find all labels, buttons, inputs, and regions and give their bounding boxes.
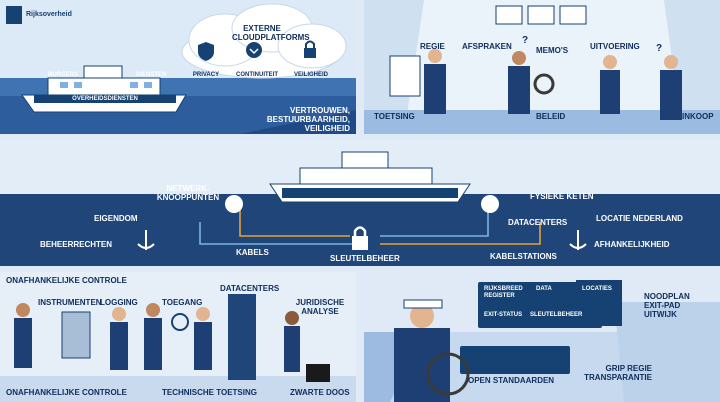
arrow-text: NOODPLAN EXIT-PAD UITWIJK xyxy=(644,292,690,319)
shield-icon xyxy=(198,42,214,61)
screen-sleutelbeheer: SLEUTELBEHEER xyxy=(530,312,583,318)
label-memos: MEMO'S xyxy=(536,46,569,55)
anchor-icon xyxy=(569,230,587,250)
screen-exit-status: EXIT-STATUS xyxy=(484,312,523,318)
rijksoverheid-logo-icon xyxy=(6,6,22,24)
question-icon: ? xyxy=(522,35,529,46)
label-zwarte-doos: ZWARTE DOOS xyxy=(290,388,350,397)
panel-captain: RIJKSBREED REGISTER DATA LOCATIES EXIT-S… xyxy=(364,272,720,402)
panel-control: ONAFHANKELIJKE CONTROLE INSTRUMENTEN LOG… xyxy=(0,272,356,402)
label-sleutelbeheer: SLEUTELBEHEER xyxy=(330,254,400,263)
panel-cloud-ferry: Rijksoverheid EXTERNE CLOUDPLATFORMS PRI… xyxy=(0,0,356,134)
label-datacenters: DATACENTERS xyxy=(508,218,568,227)
lock-icon xyxy=(352,226,368,250)
panel-cloud-ferry-art xyxy=(0,0,356,134)
panel1-caption: VERTROUWEN, BESTUURBAARHEID, VEILIGHEID xyxy=(266,106,350,133)
officials-figures xyxy=(424,49,682,120)
cable-lines xyxy=(199,206,541,245)
label-juridische-analyse: JURIDISCHE ANALYSE xyxy=(295,298,345,316)
inspector-figures xyxy=(14,303,300,372)
label-onafhankelijke-controle: ONAFHANKELIJKE CONTROLE xyxy=(6,388,127,397)
panel-physical-chain: NETWERK-KNOOPPUNTEN EIGENDOM BEHEERRECHT… xyxy=(0,140,720,266)
label-afhankelijkheid: AFHANKELIJKHEID xyxy=(594,240,670,249)
label-instrumenten: INSTRUMENTEN xyxy=(38,298,102,307)
server-icon xyxy=(481,195,499,213)
label-beleid: BELEID xyxy=(536,112,566,121)
panel-physical-chain-art xyxy=(0,140,720,266)
screen-locaties: LOCATIES xyxy=(582,286,612,292)
screen-data: DATA xyxy=(536,286,552,292)
cloud-item-security: VEILIGHEID xyxy=(294,72,329,78)
label-afspraken: AFSPRAKEN xyxy=(462,42,512,51)
cloud-item-continuity: CONTINUITEIT xyxy=(236,72,278,78)
label-inkoop: INKOOP xyxy=(682,112,714,121)
ferry-label: OVERHEIDSDIENSTEN xyxy=(72,96,138,102)
label-uitvoering: UITVOERING xyxy=(590,42,640,51)
node-icon xyxy=(225,195,243,213)
label-toegang: TOEGANG xyxy=(162,298,203,307)
panel-bridge-team: REGIE AFSPRAKEN ? MEMO'S UITVOERING ? TO… xyxy=(364,0,720,134)
label-eigendom: EIGENDOM xyxy=(94,214,138,223)
cloud-item-privacy: PRIVACY xyxy=(192,72,220,78)
label-regie: REGIE xyxy=(420,42,445,51)
label-logging: LOGGING xyxy=(100,298,138,307)
question-icon: ? xyxy=(656,43,663,54)
label-netwerk-knooppunten: NETWERK-KNOOPPUNTEN xyxy=(156,184,220,202)
label-locatie-nederland: LOCATIE NEDERLAND xyxy=(596,214,683,223)
label-technische-toetsing: TECHNISCHE TOETSING xyxy=(162,388,257,397)
panel4-title: ONAFHANKELIJKE CONTROLE xyxy=(6,276,127,285)
panel-control-art xyxy=(0,272,356,402)
captain-figure xyxy=(394,299,450,402)
lock-icon xyxy=(304,40,316,58)
label-kabels: KABELS xyxy=(236,248,269,257)
panel-bridge-team-art xyxy=(364,0,720,134)
screen-rijksbreed-register: RIJKSBREED REGISTER xyxy=(484,286,523,299)
anchor-icon xyxy=(137,230,155,250)
logo-text: Rijksoverheid xyxy=(26,11,72,18)
ferry-tag-burgers: BURGERS xyxy=(48,72,79,78)
label-kabelstations: KABELSTATIONS xyxy=(490,252,557,261)
ferry-tag-diensten: DIENSTEN xyxy=(136,72,167,78)
label-beheerrechten: BEHEERRECHTEN xyxy=(40,240,113,249)
panel-captain-art xyxy=(364,272,720,402)
sync-icon xyxy=(246,42,262,58)
ferry-graphic xyxy=(269,151,471,203)
cloud-title: EXTERNE CLOUDPLATFORMS xyxy=(232,24,310,42)
label-grip-regie-transparantie: GRIP REGIE TRANSPARANTIE xyxy=(584,364,652,382)
label-datacenters: DATACENTERS xyxy=(220,284,280,293)
label-fysieke-keten: FYSIEKE KETEN xyxy=(530,192,594,201)
label-toetsing: TOETSING xyxy=(374,112,415,121)
label-open-standaarden: OPEN STANDAARDEN xyxy=(468,376,555,385)
ferry-graphic xyxy=(21,65,187,113)
